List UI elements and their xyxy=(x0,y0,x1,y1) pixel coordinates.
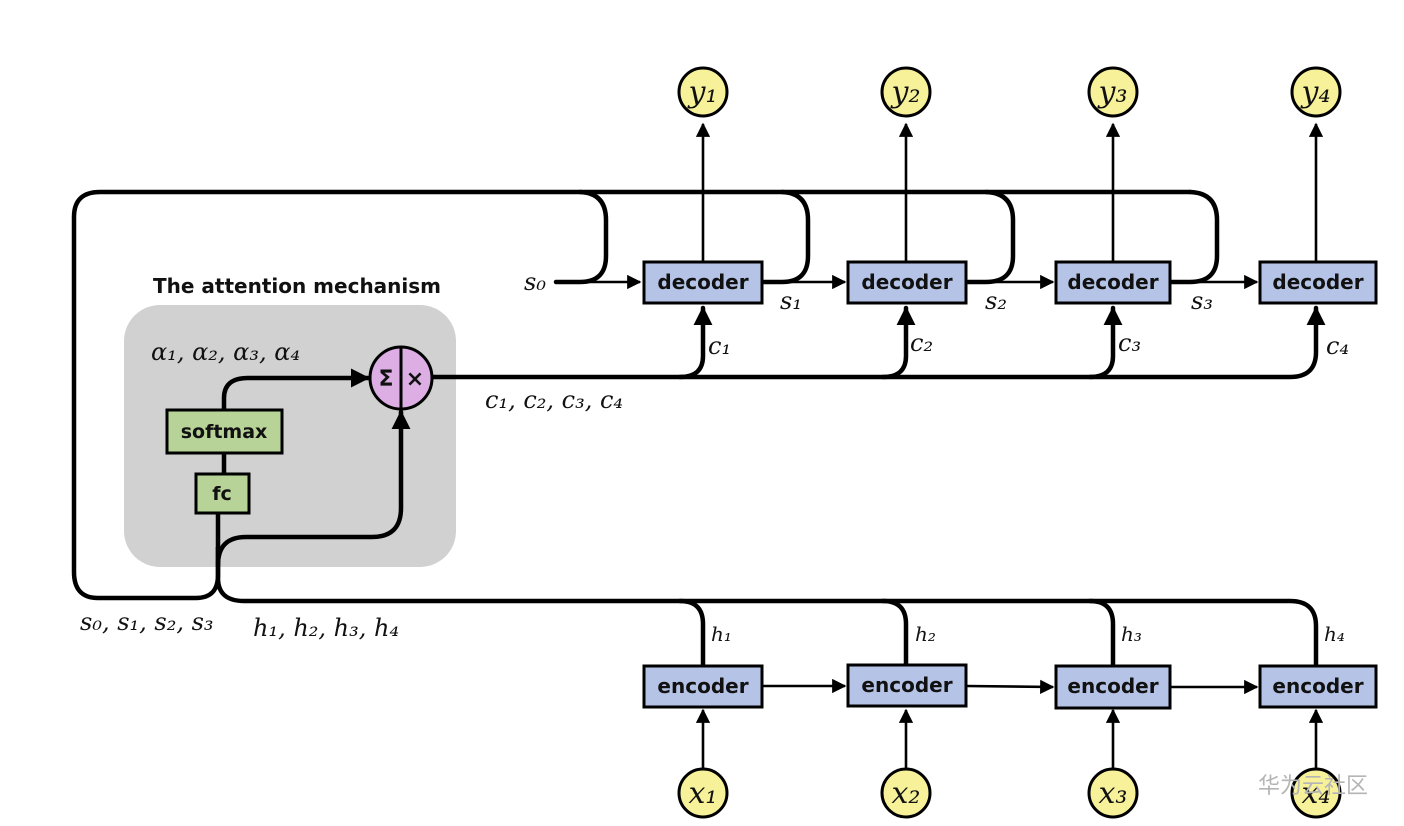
decoder-block-3: decoder xyxy=(1054,260,1172,305)
state-tap-s2 xyxy=(963,189,1016,285)
context-label-c4: c₄ xyxy=(1326,332,1349,360)
encoder-block-4: encoder xyxy=(1258,664,1378,709)
softmax-layer: softmax xyxy=(165,408,284,455)
decoder-label: decoder xyxy=(1067,270,1158,294)
encoder-block-2: encoder xyxy=(846,663,968,708)
state-tap-s3 xyxy=(1167,189,1220,285)
input-label: x₃ xyxy=(1099,776,1128,811)
encoder-block-1: encoder xyxy=(642,664,764,709)
h2-branch xyxy=(880,598,909,667)
context-label-c2: c₂ xyxy=(910,329,933,357)
encoder-label: encoder xyxy=(1067,674,1158,698)
weights-arrow xyxy=(221,368,371,413)
state-label-s1: s₁ xyxy=(780,287,802,315)
enc2-enc3-arrow xyxy=(965,679,1055,695)
context-bus xyxy=(429,305,1326,380)
watermark: 华为云社区 xyxy=(1258,774,1368,799)
input-label: x₂ xyxy=(892,776,921,811)
context-label-c1: c₁ xyxy=(708,332,731,360)
h3-branch xyxy=(1087,598,1116,667)
output-node-y3: y₃ xyxy=(1087,66,1139,118)
encoder-label: encoder xyxy=(1272,674,1363,698)
softmax-label: softmax xyxy=(181,421,268,443)
input-label: x₁ xyxy=(689,776,718,811)
hidden-to-weighted-sum xyxy=(215,409,411,568)
hidden-label-h1: h₁ xyxy=(711,622,732,646)
hidden-label-h2: h₂ xyxy=(915,622,936,646)
state-label-s3: s₃ xyxy=(1191,287,1213,315)
context-label-c3: c₃ xyxy=(1118,329,1141,357)
state-tap-s1 xyxy=(759,189,811,285)
encoder-label: encoder xyxy=(657,674,748,698)
state-feedback-wire xyxy=(71,189,1193,601)
output-label: y₄ xyxy=(1300,75,1331,110)
encoder-label: encoder xyxy=(861,673,952,697)
input-node-x1: x₁ xyxy=(677,767,729,819)
hidden-bus xyxy=(215,545,1319,667)
output-node-y4: y₄ xyxy=(1290,66,1342,118)
output-label: y₃ xyxy=(1097,75,1128,110)
c2-branch xyxy=(880,305,916,380)
fc-label: fc xyxy=(212,483,232,505)
decoder-label: decoder xyxy=(861,270,952,294)
decoder-block-4: decoder xyxy=(1258,260,1378,305)
c1-branch xyxy=(677,305,713,380)
output-label: y₂ xyxy=(890,75,921,110)
decoder-label: decoder xyxy=(1272,270,1363,294)
output-node-y2: y₂ xyxy=(880,66,932,118)
state-tap-s0 xyxy=(553,189,609,285)
attention-weights-label: α₁, α₂, α₃, α₄ xyxy=(151,338,300,366)
decoder-block-2: decoder xyxy=(846,260,968,305)
input-node-x4: x₄ xyxy=(1290,767,1342,819)
input-label: x₄ xyxy=(1302,776,1331,811)
output-node-y1: y₁ xyxy=(677,66,729,118)
hidden-label-h4: h₄ xyxy=(1324,622,1345,646)
state-label-s2: s₂ xyxy=(985,287,1007,315)
input-node-x2: x₂ xyxy=(880,767,932,819)
decoder-block-1: decoder xyxy=(642,260,764,305)
c3-branch xyxy=(1087,305,1123,380)
input-node-x3: x₃ xyxy=(1087,767,1139,819)
context-vectors-label: c₁, c₂, c₃, c₄ xyxy=(485,386,623,414)
multiply-icon: × xyxy=(406,367,424,392)
sum-icon: Σ xyxy=(378,367,393,392)
decoder-label: decoder xyxy=(657,270,748,294)
encoder-block-3: encoder xyxy=(1054,664,1172,710)
encoder-hidden-label: h₁, h₂, h₃, h₄ xyxy=(253,614,399,642)
output-label: y₁ xyxy=(687,75,718,110)
attention-title: The attention mechanism xyxy=(153,274,441,298)
initial-state-label: s₀ xyxy=(524,268,546,296)
fc-layer: fc xyxy=(194,472,251,515)
weighted-sum-operator: Σ × xyxy=(368,345,434,411)
hidden-label-h3: h₃ xyxy=(1121,622,1142,646)
h1-branch xyxy=(677,598,706,667)
decoder-states-label: s₀, s₁, s₂, s₃ xyxy=(80,608,214,636)
